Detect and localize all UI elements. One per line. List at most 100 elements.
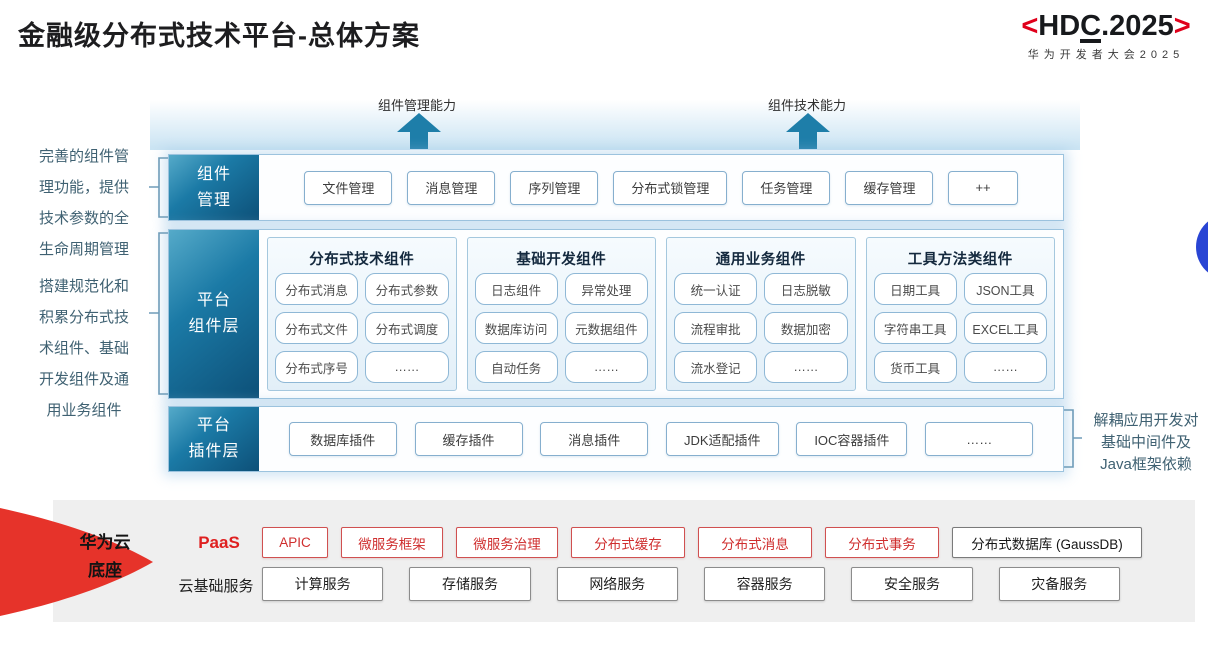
component-cell-more: ……	[564, 351, 648, 383]
layer-label-line: 组件	[196, 165, 231, 183]
page-title: 金融级分布式技术平台-总体方案	[18, 21, 420, 51]
plugin-chip: IOC容器插件	[796, 422, 908, 456]
cloud-base-services-row: 计算服务 存储服务 网络服务 容器服务 安全服务 灾备服务	[262, 567, 1120, 601]
arrow-head	[786, 113, 830, 132]
iaas-label: 云基础服务	[178, 578, 254, 595]
component-cell: 数据加密	[764, 312, 848, 344]
note-line: 理功能，提供	[38, 179, 129, 196]
foundation-label: 华为云 底座	[62, 529, 148, 585]
component-cell: EXCEL工具	[963, 312, 1047, 344]
plugin-chip: 数据库插件	[288, 422, 397, 456]
layer-body: 分布式技术组件 分布式消息 分布式参数 分布式文件 分布式调度 分布式序号 ………	[259, 230, 1063, 398]
note-line: 基础中间件及	[1100, 434, 1191, 451]
up-arrow-icon	[786, 113, 830, 149]
hdc-right-bracket-icon: >	[1173, 10, 1191, 42]
component-cell: 统一认证	[674, 273, 758, 305]
note-line: 解耦应用开发对	[1093, 412, 1199, 429]
group-distributed-tech: 分布式技术组件 分布式消息 分布式参数 分布式文件 分布式调度 分布式序号 ……	[267, 237, 457, 391]
layer-label: 平台 插件层	[169, 407, 259, 471]
layer-component-management: 组件 管理 文件管理 消息管理 序列管理 分布式锁管理 任务管理 缓存管理 ++	[168, 154, 1064, 221]
iaas-service-box: 网络服务	[556, 567, 678, 601]
component-cell-more: ……	[764, 351, 848, 383]
up-arrow-icon	[397, 113, 441, 149]
note-line: 术组件、基础	[38, 340, 129, 357]
red-arrow-icon	[0, 508, 153, 616]
layer-label-line: 组件层	[188, 318, 240, 335]
top-gradient-band	[150, 100, 1080, 150]
component-cell: 流程审批	[674, 312, 758, 344]
component-chip-more: ++	[948, 170, 1018, 205]
component-cell: 日志脱敏	[764, 273, 848, 305]
component-cell: 货币工具	[873, 351, 957, 383]
component-chip: 序列管理	[510, 170, 599, 205]
group-grid: 日志组件 异常处理 数据库访问 元数据组件 自动任务 ……	[474, 273, 648, 383]
note-decouple: 解耦应用开发对 基础中间件及 Java框架依赖	[1085, 410, 1207, 476]
component-chip: 缓存管理	[845, 170, 934, 205]
note-line: 技术参数的全	[38, 210, 129, 227]
iaas-service-box: 计算服务	[262, 567, 384, 601]
note-line: 开发组件及通	[38, 371, 129, 388]
note-line: 搭建规范化和	[38, 278, 129, 295]
hdc-logo-hd: HD	[1038, 10, 1081, 42]
paas-gaussdb-box: 分布式数据库 (GaussDB)	[952, 527, 1142, 558]
layer-label-line: 平台	[196, 417, 231, 434]
note-line: 生命周期管理	[38, 241, 129, 258]
component-cell-more: ……	[963, 351, 1047, 383]
red-arrow-shape	[0, 508, 153, 616]
component-cell: 日期工具	[873, 273, 957, 305]
hdc-left-bracket-icon: <	[1021, 10, 1039, 42]
paas-service-box: 分布式缓存	[571, 527, 685, 558]
plugin-chip: 消息插件	[540, 422, 649, 456]
paas-service-box: 微服务治理	[456, 527, 558, 558]
layer-label: 平台 组件层	[169, 230, 259, 398]
component-cell: 自动任务	[474, 351, 558, 383]
plugin-chip: JDK适配插件	[666, 422, 779, 456]
component-cell: 分布式文件	[275, 312, 359, 344]
component-cell-more: ……	[365, 351, 449, 383]
group-basic-dev: 基础开发组件 日志组件 异常处理 数据库访问 元数据组件 自动任务 ……	[466, 237, 656, 391]
left-bracket-icon	[149, 157, 168, 218]
capability-label-technical: 组件技术能力	[767, 98, 846, 113]
paas-service-box: APIC	[262, 527, 328, 558]
component-chip: 任务管理	[742, 170, 831, 205]
component-cell: 分布式消息	[275, 273, 359, 305]
component-cell: 数据库访问	[474, 312, 558, 344]
iaas-service-box: 灾备服务	[998, 567, 1120, 601]
hdc-2025-logo: <HDC.2025> 华为开发者大会2025	[1006, 10, 1206, 62]
note-platform-components: 搭建规范化和 积累分布式技 术组件、基础 开发组件及通 用业务组件	[12, 271, 156, 426]
hdc-logo-year: .2025	[1101, 10, 1174, 42]
group-title: 基础开发组件	[516, 251, 607, 268]
hdc-logo-c-underlined: C	[1080, 10, 1102, 43]
layer-platform-components: 平台 组件层 分布式技术组件 分布式消息 分布式参数 分布式文件 分布式调度 分…	[168, 229, 1064, 399]
paas-service-box: 分布式事务	[825, 527, 939, 558]
component-cell: 分布式调度	[365, 312, 449, 344]
foundation-label-line: 华为云	[79, 533, 131, 552]
plugin-chip-more: ……	[925, 422, 1034, 456]
component-cell: 流水登记	[674, 351, 758, 383]
note-line: 用业务组件	[46, 402, 122, 419]
arrow-stem	[410, 131, 428, 149]
component-chip: 消息管理	[407, 170, 496, 205]
layer-label-line: 插件层	[188, 443, 240, 460]
group-grid: 统一认证 日志脱敏 流程审批 数据加密 流水登记 ……	[674, 273, 848, 383]
left-bracket-icon	[149, 232, 168, 395]
foundation-label-line: 底座	[88, 561, 122, 580]
group-grid: 日期工具 JSON工具 字符串工具 EXCEL工具 货币工具 ……	[873, 273, 1047, 383]
component-cell: 异常处理	[564, 273, 648, 305]
layer-label-line: 平台	[196, 292, 231, 309]
paas-label: PaaS	[198, 533, 240, 552]
group-title: 通用业务组件	[715, 251, 806, 268]
component-chip: 文件管理	[304, 170, 393, 205]
component-cell: 分布式序号	[275, 351, 359, 383]
group-title: 分布式技术组件	[309, 251, 415, 268]
paas-service-box: 微服务框架	[341, 527, 443, 558]
paas-services-row: APIC 微服务框架 微服务治理 分布式缓存 分布式消息 分布式事务 分布式数据…	[262, 527, 1142, 558]
component-chip: 分布式锁管理	[613, 170, 728, 205]
layer-body: 文件管理 消息管理 序列管理 分布式锁管理 任务管理 缓存管理 ++	[259, 155, 1063, 220]
component-cell: 日志组件	[474, 273, 558, 305]
note-component-management: 完善的组件管 理功能，提供 技术参数的全 生命周期管理	[12, 141, 156, 265]
right-bracket-icon	[1064, 409, 1082, 468]
iaas-service-box: 存储服务	[409, 567, 531, 601]
layer-label: 组件 管理	[169, 155, 259, 220]
